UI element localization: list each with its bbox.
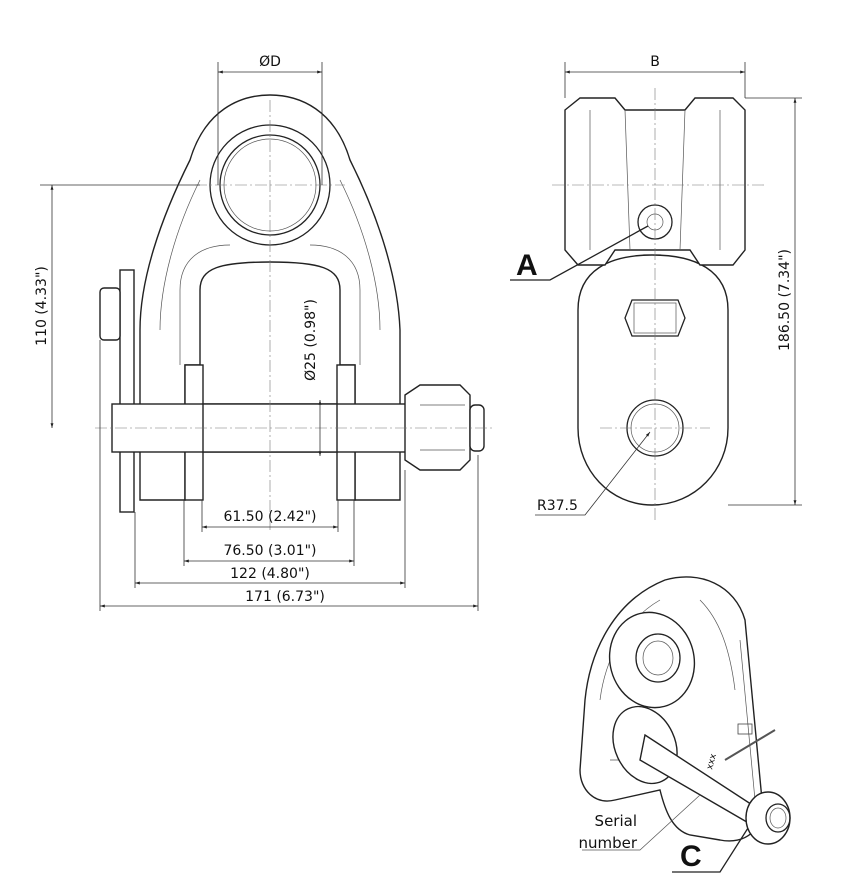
iso-pulley [608,611,696,709]
dim-radius-label: R37.5 [537,498,578,514]
nut [404,384,471,471]
pulley-plate [577,254,729,506]
hex-bolt [624,299,686,337]
callout-a: A [516,249,538,282]
dim-width-label: B [650,54,660,70]
serial-marking: xxx [705,752,719,771]
serial-label-line1: Serial [595,812,637,830]
callout-c: C [680,840,702,873]
top-block [564,97,746,266]
iso-view: xxx Serial number C [578,576,791,873]
plate-tab [99,287,121,341]
side-view: B 186.50 (7.34") R37.5 A [510,54,802,520]
iso-nut [745,791,791,845]
brand-logo [724,723,776,761]
dim-overall-width-label: 171 (6.73") [245,589,325,605]
dim-height-label: 110 (4.33") [34,266,50,346]
front-view: ØD 110 (4.33") Ø25 (0.98") 61.50 (2.42")… [34,54,495,611]
iso-bore [635,633,681,683]
dim-side-height-label: 186.50 (7.34") [777,249,793,351]
dim-outer-width-label: 76.50 (3.01") [223,543,316,559]
dim-bore-label: ØD [259,54,281,70]
dim-inner-width-label: 61.50 (2.42") [223,509,316,525]
dim-pin-diameter-label: Ø25 (0.98") [303,299,319,381]
side-plate [119,269,135,513]
dim-body-width-label: 122 (4.80") [230,566,310,582]
serial-label-line2: number [578,834,637,852]
